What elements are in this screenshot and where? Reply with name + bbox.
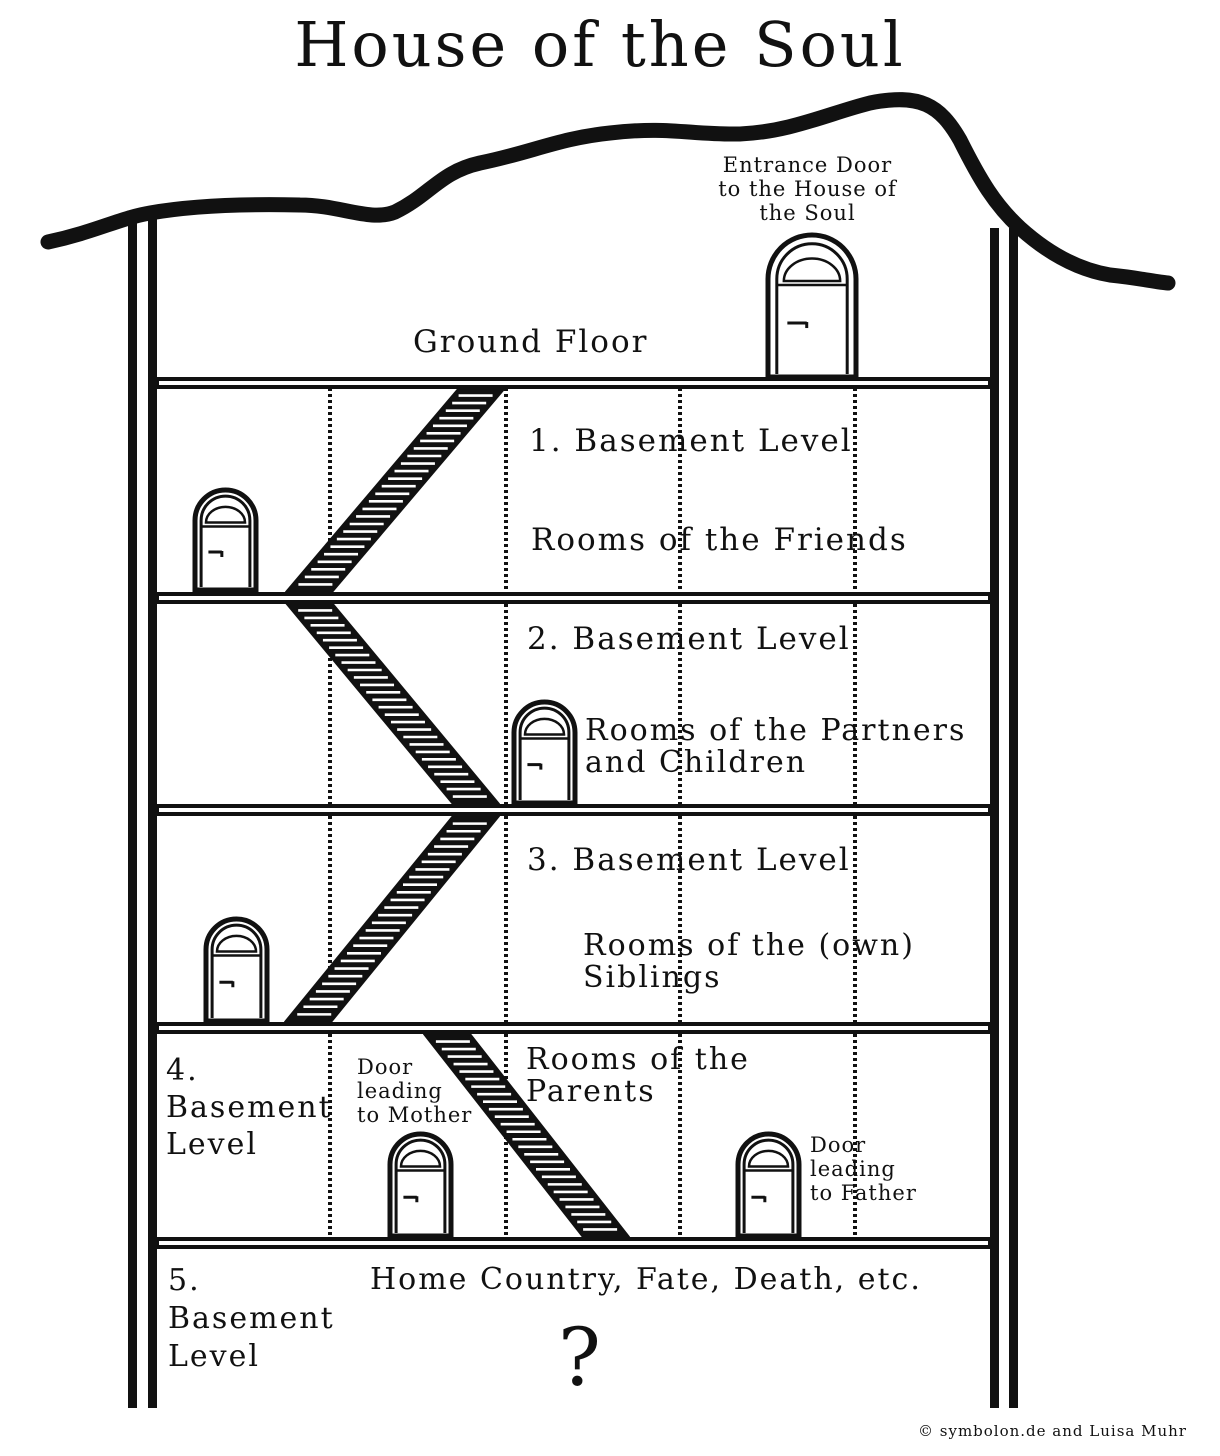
basement-2-door	[511, 699, 578, 806]
basement-5-label: 5. Basement Level	[168, 1263, 335, 1374]
basement-3-rooms: Rooms of the (own) Siblings	[583, 928, 915, 995]
basement-2-label: 2. Basement Level	[527, 621, 851, 657]
door-mother-label: Door leading to Mother	[357, 1055, 473, 1127]
copyright-notice: © symbolon.de and Luisa Muhr	[918, 1422, 1187, 1440]
father-door	[735, 1131, 802, 1239]
basement-4-label: 4. Basement Level	[166, 1053, 333, 1162]
page-title: House of the Soul	[294, 8, 906, 81]
ground-floor-label: Ground Floor	[413, 324, 649, 360]
basement-2-rooms: Rooms of the Partners and Children	[585, 713, 967, 780]
mother-door	[387, 1131, 454, 1239]
entrance-door	[765, 232, 859, 380]
doors	[192, 232, 859, 1239]
left-wall	[128, 218, 157, 1408]
staircase	[284, 387, 630, 1238]
floor-basement-4	[155, 1237, 992, 1249]
stair-flight-1	[285, 387, 506, 593]
basement-3-label: 3. Basement Level	[527, 842, 851, 878]
basement-1-door	[192, 487, 259, 593]
basement-1-label: 1. Basement Level	[529, 423, 853, 459]
stair-flight-2	[285, 602, 500, 805]
stair-flight-3	[284, 815, 500, 1023]
basement-5-rooms: Home Country, Fate, Death, etc.	[370, 1262, 922, 1297]
floor-basement-1	[155, 592, 992, 604]
basement-4-rooms: Rooms of the Parents	[526, 1042, 750, 1109]
right-wall	[990, 228, 1018, 1408]
floor-ground	[155, 377, 992, 389]
question-mark: ?	[558, 1311, 601, 1404]
floor-slabs	[155, 377, 992, 1249]
stair-flight-4	[423, 1033, 630, 1238]
door-father-label: Door leading to Father	[810, 1133, 917, 1205]
basement-1-rooms: Rooms of the Friends	[531, 522, 908, 558]
floor-basement-2	[155, 804, 992, 816]
roof-line	[40, 92, 1176, 291]
entrance-door-label: Entrance Door to the House of the Soul	[718, 153, 897, 225]
basement-3-door	[203, 916, 270, 1024]
floor-basement-3	[155, 1022, 992, 1034]
